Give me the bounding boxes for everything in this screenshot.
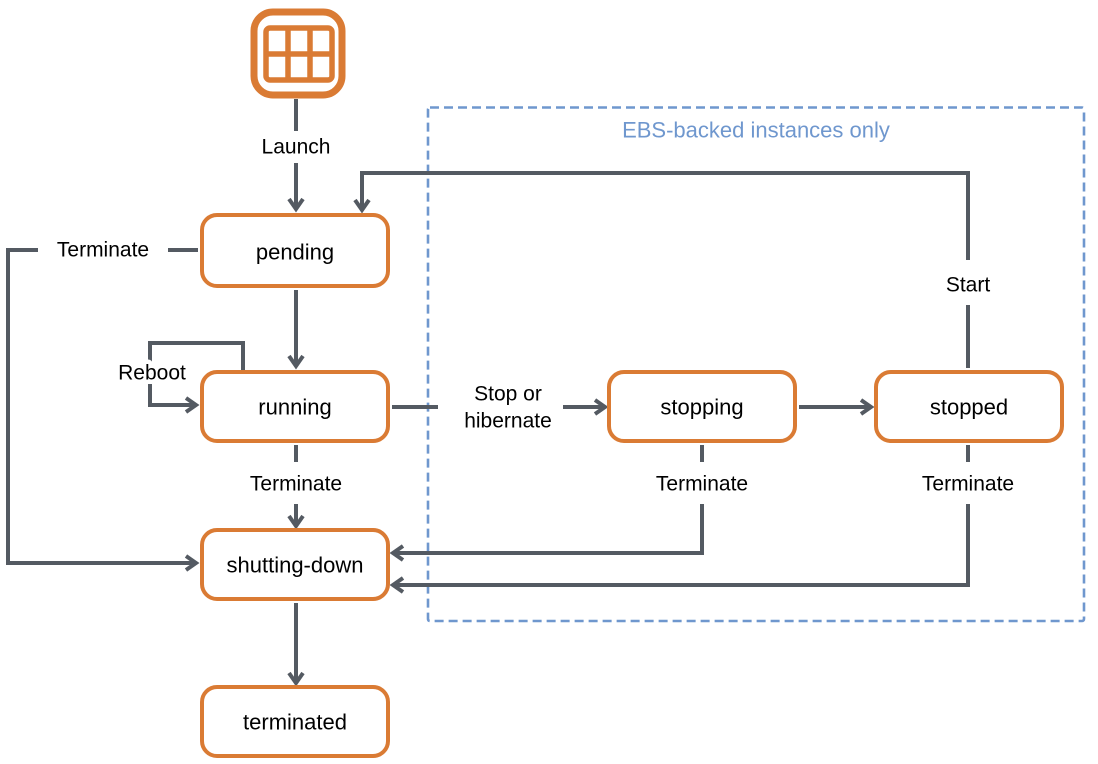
- node-running: running: [200, 370, 390, 443]
- node-shutting-down: shutting-down: [200, 528, 390, 601]
- label-stop-or-hibernate-line1: Stop or: [474, 383, 542, 406]
- edge-labels: Launch Terminate Reboot Stop or hibernat…: [57, 136, 1014, 496]
- label-terminate-stopping: Terminate: [656, 473, 748, 496]
- nodes: pending running stopping stopped shuttin…: [200, 213, 1064, 758]
- edge-stopping-terminate-seg2: [389, 504, 704, 562]
- label-start: Start: [946, 274, 991, 297]
- edge-terminate-left: [6, 248, 200, 572]
- node-stopped-label: stopped: [930, 395, 1008, 420]
- node-running-label: running: [258, 395, 331, 420]
- label-launch: Launch: [262, 136, 331, 159]
- node-stopping-label: stopping: [660, 395, 743, 420]
- node-shutting-down-label: shutting-down: [227, 553, 364, 578]
- label-terminate-left: Terminate: [57, 239, 149, 262]
- ebs-region-label: EBS-backed instances only: [622, 118, 890, 143]
- edge-stopped-terminate-seg2: [389, 504, 970, 594]
- edge-start-seg2: [353, 171, 970, 260]
- ebs-region: EBS-backed instances only: [426, 106, 1086, 623]
- label-reboot: Reboot: [118, 362, 186, 385]
- node-stopped: stopped: [874, 370, 1064, 443]
- edges: [6, 99, 970, 687]
- edge-reboot-loop: [148, 341, 245, 414]
- label-terminate-running: Terminate: [250, 473, 342, 496]
- ami-grid-icon: [250, 8, 346, 99]
- node-stopping: stopping: [607, 370, 797, 443]
- node-pending: pending: [200, 213, 390, 288]
- label-stop-or-hibernate-line2: hibernate: [464, 410, 552, 433]
- ebs-region-box: [426, 106, 1086, 623]
- node-pending-label: pending: [256, 240, 334, 265]
- label-terminate-stopped: Terminate: [922, 473, 1014, 496]
- node-terminated-label: terminated: [243, 710, 347, 735]
- node-terminated: terminated: [200, 685, 390, 758]
